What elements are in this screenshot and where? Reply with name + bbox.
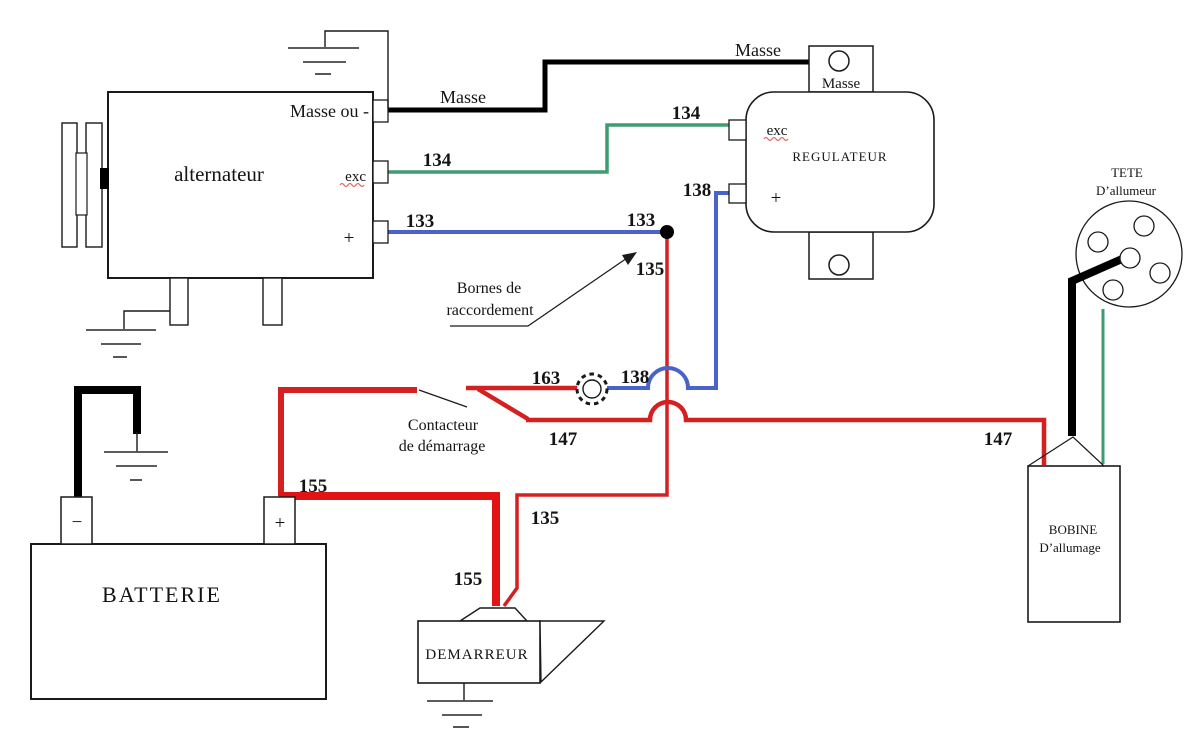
pulley-disc-inner <box>85 122 103 248</box>
starter: DEMARREUR <box>417 607 606 728</box>
terminals-label-line1: Bornes de <box>457 280 521 297</box>
starter-drive-housing <box>539 620 606 684</box>
terminals-annotation: Bornes de raccordement <box>446 252 637 327</box>
starter-box <box>417 620 541 684</box>
distributor-center-tower <box>1119 247 1141 269</box>
distributor-label-line2: D’allumeur <box>1096 183 1157 198</box>
exc-squiggle-underline <box>339 182 365 188</box>
alternator-terminal-masse-label: Masse ou - <box>290 101 369 121</box>
wire-battery-to-switch <box>278 387 417 496</box>
regulator-label: REGULATEUR <box>792 149 887 164</box>
terminals-arrowhead <box>622 252 637 265</box>
regulator: Masse exc + REGULATEUR <box>728 45 935 280</box>
ignition-coil: BOBINE D’allumage <box>1027 436 1121 623</box>
alternator-terminal-exc-label: exc <box>345 169 366 185</box>
wire-155 <box>279 492 500 606</box>
pulley-hub <box>75 152 88 216</box>
label-138-upper: 138 <box>683 180 712 201</box>
wire-masse-alternator-regulator <box>388 59 842 113</box>
label-163: 163 <box>532 368 561 389</box>
terminal-masse-tab <box>372 99 389 123</box>
label-135-upper: 135 <box>636 259 665 280</box>
battery-label: BATTERIE <box>102 582 222 607</box>
wire-coil-to-distributor <box>1068 255 1124 436</box>
regulator-plus-label: + <box>771 188 782 209</box>
pulley-shaft <box>100 168 109 189</box>
battery-plus-sign: + <box>275 513 286 534</box>
regulator-bottom-bracket-hole <box>828 254 850 276</box>
regulator-exc-tab <box>728 119 747 141</box>
exc-squiggle-underline-regulator <box>763 136 789 142</box>
ground-icon-battery <box>104 432 168 481</box>
switch-label-line1: Contacteur <box>408 417 479 434</box>
label-138-lower: 138 <box>621 367 650 388</box>
distributor-tower-4 <box>1102 279 1124 301</box>
regulator-masse-tab-label: Masse <box>822 76 861 92</box>
label-155-left: 155 <box>299 476 328 497</box>
coil-label-line1: BOBINE <box>1049 522 1097 537</box>
switch-arm <box>476 387 530 421</box>
label-masse-regulator: Masse <box>735 40 781 60</box>
battery-plus-post <box>263 496 296 545</box>
ground-icon-starter <box>427 683 493 728</box>
regulator-exc-label: exc <box>767 123 788 139</box>
connector-inner-ring <box>582 379 602 399</box>
wire-135 <box>502 236 669 608</box>
coil-label-line2: D’allumage <box>1039 540 1101 555</box>
wire-147 <box>526 399 1047 465</box>
ground-icon-alternator-bottom <box>86 310 170 358</box>
coil-top-cone <box>1027 436 1105 467</box>
starter-switch-annotation: Contacteur de démarrage <box>399 389 486 455</box>
label-134-left: 134 <box>423 150 452 171</box>
alternator-foot-right <box>262 277 283 326</box>
regulator-plus-tab <box>728 183 747 204</box>
label-135-lower: 135 <box>531 508 560 529</box>
switch-leader-line <box>418 389 468 408</box>
pulley-disc-outer <box>61 122 78 248</box>
terminal-plus-tab <box>372 220 389 244</box>
coil-box <box>1027 465 1121 623</box>
terminals-label-line2: raccordement <box>446 302 534 319</box>
battery-minus-sign: − <box>72 512 83 533</box>
regulator-top-bracket-hole <box>828 50 850 72</box>
label-147-right: 147 <box>984 429 1013 450</box>
distributor-tower-1 <box>1133 215 1155 237</box>
label-133-left: 133 <box>406 211 435 232</box>
distributor-tower-3 <box>1149 262 1171 284</box>
alternator: alternateur Masse ou - exc + <box>61 30 389 358</box>
label-134-right: 134 <box>672 103 701 124</box>
alternator-terminal-plus-label: + <box>344 228 355 249</box>
starter-label: DEMARREUR <box>425 647 528 663</box>
distributor-cap: TETE D’allumeur <box>1068 165 1183 436</box>
label-masse-alternator: Masse <box>440 87 486 107</box>
battery: BATTERIE − + <box>30 432 327 700</box>
wire-battery-minus-cable <box>74 386 141 497</box>
terminal-exc-tab <box>372 160 389 184</box>
distributor-tower-2 <box>1087 231 1109 253</box>
regulator-body <box>745 91 935 233</box>
wire-134 <box>388 123 735 174</box>
ground-icon-alternator-top <box>288 30 389 108</box>
terminals-arrow-line <box>450 255 631 327</box>
wire-138 <box>607 191 731 390</box>
wire-labels: Masse Masse 134 134 133 133 138 135 163 … <box>299 40 1013 590</box>
switch-label-line2: de démarrage <box>399 438 486 455</box>
starter-terminal-lug <box>457 607 529 622</box>
battery-minus-post <box>60 496 93 545</box>
battery-box <box>30 543 327 700</box>
distributor-label-line1: TETE <box>1111 165 1143 180</box>
alternator-foot-left <box>169 277 189 326</box>
label-133-right: 133 <box>627 210 656 231</box>
junction-dot <box>660 225 674 239</box>
label-147-left: 147 <box>549 429 578 450</box>
alternator-label: alternateur <box>174 162 264 186</box>
connector-plug-icon <box>575 372 609 406</box>
label-155-lower: 155 <box>454 569 483 590</box>
